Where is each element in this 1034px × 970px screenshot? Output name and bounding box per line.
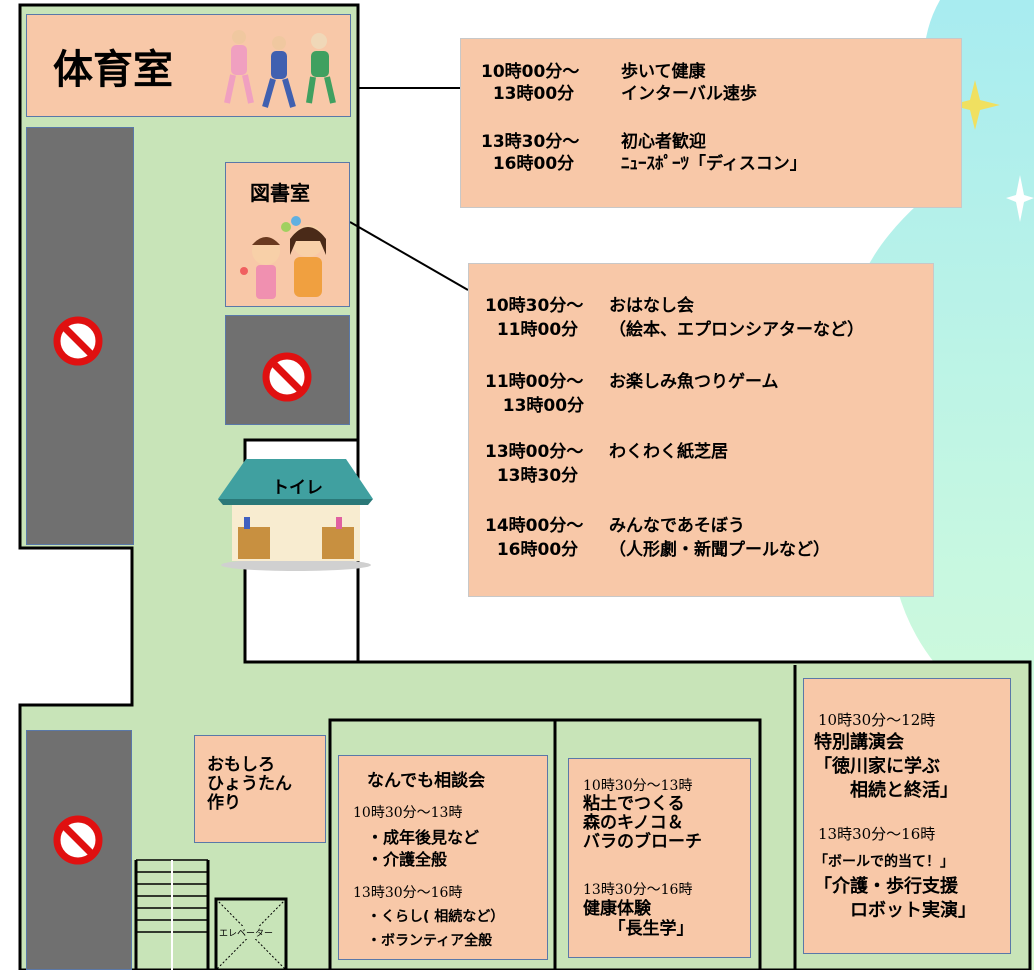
gourd-label: おもしろ ひょうたん 作り (207, 755, 292, 813)
library-time-4: 14時00分～ 16時00分 (485, 516, 584, 560)
consult-item-3: ・くらし( 相続など） (367, 909, 505, 925)
consult-time-2: 13時30分～16時 (353, 885, 463, 901)
toilet-building (218, 459, 373, 571)
lecture-room: 10時30分～12時 特別講演会 「徳川家に学ぶ 相続と終活」 13時30分～1… (803, 678, 1011, 954)
consult-item-1: ・成年後見など (367, 828, 480, 847)
library-time-3: 13時00分～ 13時30分 (485, 442, 584, 486)
no-entry-icon (53, 815, 103, 865)
library-event-2: お楽しみ魚つりゲーム (609, 372, 779, 392)
walking-people-icon (224, 30, 336, 108)
library-time-2: 11時00分～ 13時00分 (485, 372, 585, 416)
gym-time-1: 10時00分～ 13時00分 (481, 62, 580, 104)
gym-event-1: 歩いて健康 インターバル速歩 (621, 62, 757, 104)
lecture-event-2a: 「ボールで的当て！」 (814, 854, 954, 870)
consult-item-2: ・介護全般 (367, 850, 448, 869)
craft-event-1: 粘土でつくる 森のキノコ＆ バラのブローチ (583, 794, 702, 852)
toilet-label: トイレ (272, 478, 323, 498)
library-event-4: みんなであそぼう （人形劇・新聞プールなど） (609, 516, 830, 560)
no-entry-icon (262, 352, 312, 402)
craft-time-1: 10時30分～13時 (583, 778, 693, 794)
library-title: 図書室 (250, 181, 310, 205)
gym-title: 体育室 (53, 47, 173, 93)
gym-time-2: 13時30分～ 16時00分 (481, 132, 580, 174)
craft-time-2: 13時30分～16時 (583, 882, 693, 898)
sparkle-icon (950, 80, 1000, 130)
gym-room: 体育室 (26, 14, 351, 117)
lecture-event-1: 特別講演会 「徳川家に学ぶ 相続と終活」 (814, 732, 958, 801)
gym-event-2: 初心者歓迎 ﾆｭｰｽﾎﾟｰﾂ「ディスコン」 (621, 132, 807, 174)
lecture-event-2b: 「介護・歩行支援 ロボット実演」 (814, 876, 976, 921)
consult-item-4: ・ボランティア全般 (367, 933, 493, 949)
consult-time-1: 10時30分～13時 (353, 805, 463, 821)
gym-schedule-box: 10時00分～ 13時00分 歩いて健康 インターバル速歩 13時30分～ 16… (460, 38, 962, 208)
consult-title: なんでも相談会 (367, 771, 486, 791)
library-schedule-box: 10時30分～ 11時00分 おはなし会 （絵本、エプロンシアターなど） 11時… (468, 263, 934, 597)
library-event-3: わくわく紙芝居 (609, 442, 728, 462)
no-entry-icon (53, 316, 103, 366)
lecture-time-2: 13時30分～16時 (818, 825, 936, 843)
lecture-time-1: 10時30分～12時 (818, 711, 936, 729)
gourd-craft-room: おもしろ ひょうたん 作り (194, 735, 326, 843)
elevator-label: エレベーター (219, 926, 274, 939)
library-event-1: おはなし会 （絵本、エプロンシアターなど） (609, 296, 864, 340)
consultation-room: なんでも相談会 10時30分～13時 ・成年後見など ・介護全般 13時30分～… (338, 755, 548, 960)
children-reading-icon (240, 216, 326, 299)
craft-event-2: 健康体験 「長生学」 (583, 899, 694, 939)
library-room: 図書室 (225, 162, 350, 307)
library-time-1: 10時30分～ 11時00分 (485, 296, 584, 340)
craft-room: 10時30分～13時 粘土でつくる 森のキノコ＆ バラのブローチ 13時30分～… (568, 758, 751, 958)
